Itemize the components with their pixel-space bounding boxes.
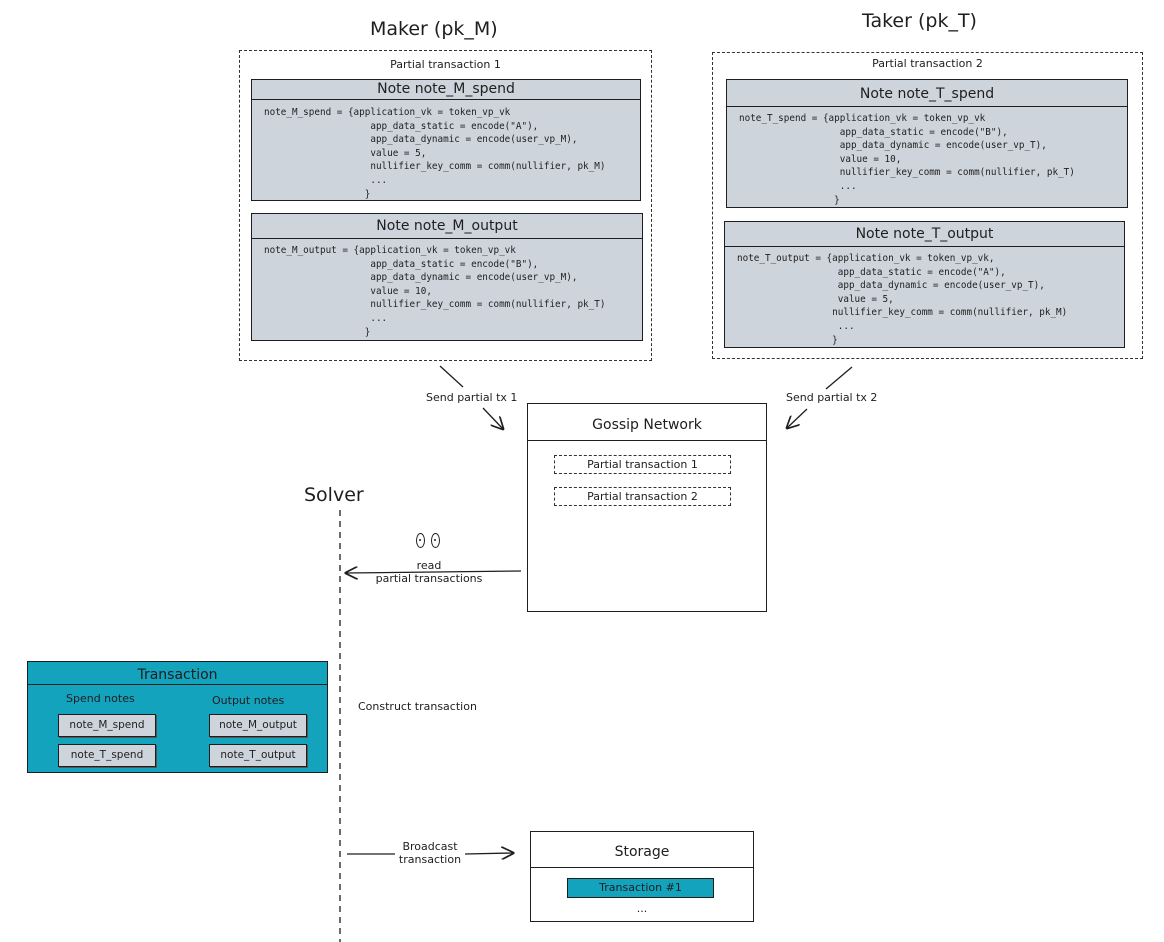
storage-ellipsis: ... bbox=[636, 902, 648, 915]
storage: Storage Transaction #1 ... bbox=[530, 831, 754, 922]
maker-title: Maker (pk_M) bbox=[370, 18, 498, 40]
arrow-send-partial-tx-1-top bbox=[439, 365, 464, 388]
note-t-spend-header: Note note_T_spend bbox=[727, 80, 1127, 107]
gossip-item-partial-transaction-2: Partial transaction 2 bbox=[554, 487, 731, 506]
note-m-spend: Note note_M_spend note_M_spend = {applic… bbox=[251, 79, 641, 201]
arrow-send-partial-tx-2-top bbox=[825, 366, 853, 390]
partial-transaction-2-label: Partial transaction 2 bbox=[872, 57, 983, 70]
partial-transaction-1-label: Partial transaction 1 bbox=[390, 58, 501, 71]
partial-transaction-2-container: Partial transaction 2 bbox=[712, 52, 1143, 359]
transaction-title: Transaction bbox=[28, 662, 327, 685]
arrow-broadcast-transaction bbox=[464, 853, 513, 854]
chip-note-m-spend: note_M_spend bbox=[58, 714, 156, 737]
note-t-output-code: note_T_output = {application_vk = token_… bbox=[737, 253, 1068, 346]
note-m-spend-code: note_M_spend = {application_vk = token_v… bbox=[264, 107, 606, 200]
storage-item-transaction-1: Transaction #1 bbox=[567, 878, 714, 898]
note-t-output-header: Note note_T_output bbox=[725, 222, 1124, 247]
gossip-network-title: Gossip Network bbox=[528, 404, 766, 441]
solver-title: Solver bbox=[304, 484, 364, 506]
arrow-send-partial-tx-2 bbox=[787, 408, 808, 428]
spend-notes-header: Spend notes bbox=[66, 692, 135, 705]
note-m-output: Note note_M_output note_M_output = {appl… bbox=[251, 213, 643, 341]
chip-note-t-spend: note_T_spend bbox=[58, 744, 156, 767]
taker-title: Taker (pk_T) bbox=[862, 10, 977, 32]
gossip-item-partial-transaction-1: Partial transaction 1 bbox=[554, 455, 731, 474]
output-notes-header: Output notes bbox=[212, 694, 285, 707]
note-m-output-header: Note note_M_output bbox=[252, 214, 642, 239]
eye-icon-right bbox=[431, 533, 440, 548]
gossip-network: Gossip Network Partial transaction 1 Par… bbox=[527, 403, 767, 612]
chip-note-m-output: note_M_output bbox=[209, 714, 307, 737]
send-partial-tx-2-label: Send partial tx 2 bbox=[786, 391, 878, 404]
partial-transaction-1-container: Partial transaction 1 bbox=[239, 50, 652, 361]
arrow-read-partial-transactions bbox=[346, 571, 522, 573]
note-t-spend: Note note_T_spend note_T_spend = {applic… bbox=[726, 79, 1128, 208]
send-partial-tx-1-label: Send partial tx 1 bbox=[426, 391, 518, 404]
arrow-send-partial-tx-1 bbox=[482, 407, 503, 429]
broadcast-transaction-label: Broadcast transaction bbox=[398, 840, 462, 866]
construct-transaction-label: Construct transaction bbox=[358, 700, 477, 713]
note-t-output: Note note_T_output note_T_output = {appl… bbox=[724, 221, 1125, 348]
chip-note-t-output: note_T_output bbox=[209, 744, 307, 767]
transaction-box: Transaction Spend notes Output notes not… bbox=[27, 661, 328, 773]
eye-icon-left bbox=[416, 533, 425, 548]
storage-title: Storage bbox=[531, 832, 753, 868]
note-m-output-code: note_M_output = {application_vk = token_… bbox=[264, 245, 606, 338]
read-partial-transactions-label: read partial transactions bbox=[375, 559, 483, 585]
note-t-spend-code: note_T_spend = {application_vk = token_v… bbox=[739, 113, 1075, 206]
note-m-spend-header: Note note_M_spend bbox=[252, 80, 640, 100]
